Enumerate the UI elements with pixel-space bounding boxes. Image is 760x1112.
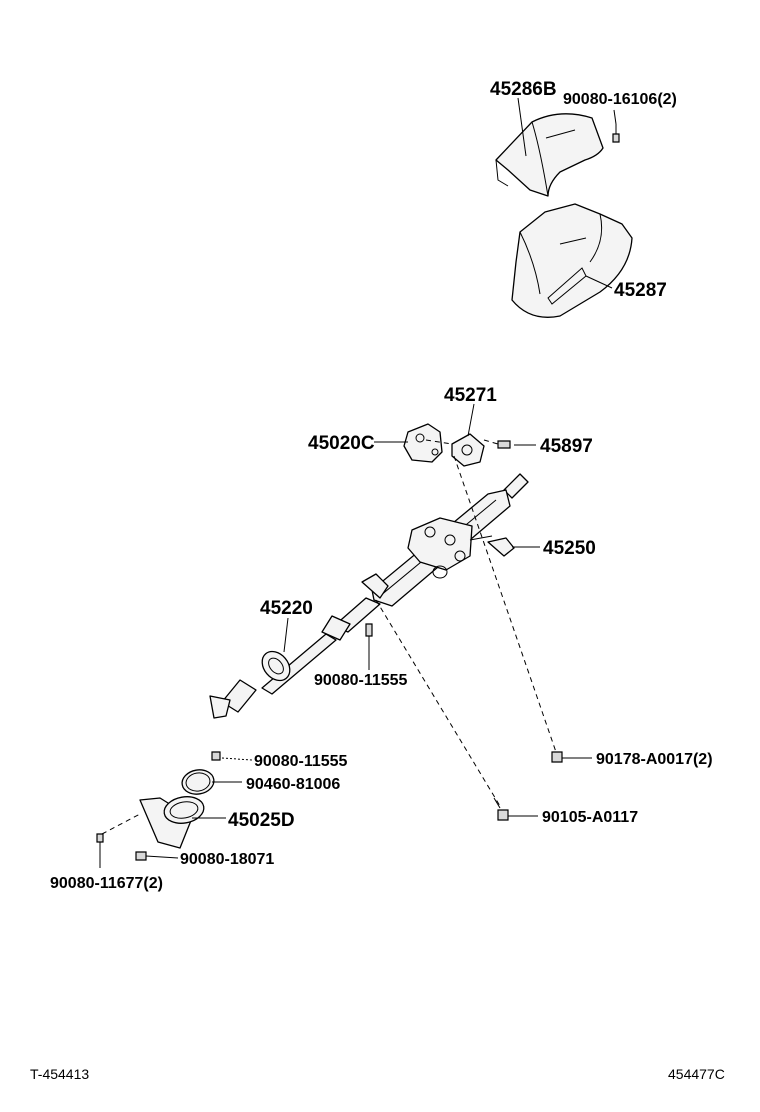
screw-90080-18071[interactable] — [135, 851, 147, 861]
nut-90178-A0017[interactable] — [551, 751, 563, 763]
bolt-90080-11555-upper[interactable] — [365, 623, 373, 664]
label-90080-11555-upper[interactable]: 90080-11555 — [314, 672, 408, 689]
label-45271[interactable]: 45271 — [444, 385, 497, 406]
label-90105-A0117[interactable]: 90105-A0117 — [542, 809, 638, 826]
screw-90080-16106[interactable] — [612, 124, 620, 143]
label-45220[interactable]: 45220 — [260, 598, 313, 619]
label-45020C[interactable]: 45020C — [308, 433, 375, 454]
label-90178-A0017[interactable]: 90178-A0017(2) — [596, 751, 713, 768]
footer-right-code: 454477C — [668, 1066, 725, 1082]
o-ring-90460-81006[interactable] — [180, 767, 216, 796]
footer-left-code: T-454413 — [30, 1066, 89, 1082]
label-90080-16106[interactable]: 90080-16106(2) — [563, 91, 677, 108]
label-90080-11555-lower[interactable]: 90080-11555 — [254, 753, 348, 770]
key-cylinder-bracket-45271[interactable] — [451, 433, 485, 467]
column-bracket-45020C[interactable] — [403, 423, 443, 463]
screw-45897[interactable] — [497, 440, 511, 449]
hole-cover-45025D[interactable] — [139, 794, 206, 849]
bolt-90105-A0117[interactable] — [493, 797, 509, 821]
label-45250[interactable]: 45250 — [543, 538, 596, 559]
label-45287[interactable]: 45287 — [614, 280, 667, 301]
alignment-lines — [101, 439, 557, 835]
label-90080-18071[interactable]: 90080-18071 — [180, 851, 274, 868]
leader-lines — [99, 97, 617, 868]
steering-column-45250[interactable] — [361, 473, 529, 607]
intermediate-shaft-45220[interactable] — [209, 597, 381, 719]
label-90460-81006[interactable]: 90460-81006 — [246, 776, 340, 793]
upper-column-cover-45286B[interactable] — [495, 113, 604, 197]
label-45897[interactable]: 45897 — [540, 436, 593, 457]
label-45286B[interactable]: 45286B — [490, 79, 557, 100]
bolt-90080-11555-lower[interactable] — [211, 751, 221, 761]
label-90080-11677[interactable]: 90080-11677(2) — [50, 875, 163, 892]
label-45025D[interactable]: 45025D — [228, 810, 295, 831]
part-labels: 45286B 90080-16106(2) 45287 45271 45020C… — [50, 79, 713, 892]
bolt-90080-11677[interactable] — [96, 833, 104, 852]
